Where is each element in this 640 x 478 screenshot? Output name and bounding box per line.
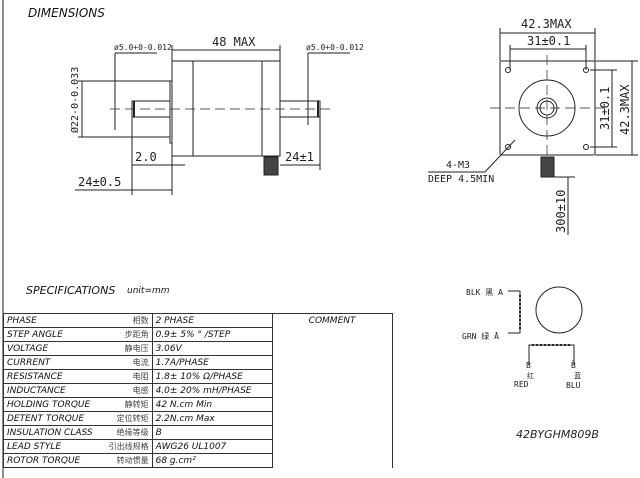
specifications-heading: SPECIFICATIONS xyxy=(26,284,116,297)
spec-name-cn: 电阻 xyxy=(95,369,153,384)
spec-value: 4.0± 20% mH/PHASE xyxy=(151,383,273,398)
spec-value: 3.06V xyxy=(151,341,273,356)
spec-name: VOLTAGE xyxy=(2,341,96,356)
spec-value: B xyxy=(151,425,273,440)
dimensions-heading: DIMENSIONS xyxy=(28,6,105,20)
spec-name: DETENT TORQUE xyxy=(2,411,96,426)
wiring-diagram xyxy=(508,286,583,365)
unit-label: unit=mm xyxy=(127,286,170,296)
spec-value: 0.9± 5% ° /STEP xyxy=(151,327,273,342)
spec-name-cn: 步距角 xyxy=(95,327,153,342)
spec-value: 1.7A/PHASE xyxy=(151,355,273,370)
spec-name: CURRENT xyxy=(2,355,96,370)
comment-cell xyxy=(271,369,393,384)
spec-name-cn: 电感 xyxy=(95,383,153,398)
spec-name: RESISTANCE xyxy=(2,369,96,384)
spec-name: PHASE xyxy=(2,313,96,328)
wire-b-bar-label: B̄ xyxy=(571,360,576,370)
spec-value: 1.8± 10% Ω/PHASE xyxy=(151,369,273,384)
wire-b-bar-cn: 蓝 xyxy=(574,371,581,380)
spec-name: INDUCTANCE xyxy=(2,383,96,398)
comment-cell xyxy=(271,355,393,370)
spec-name: HOLDING TORQUE xyxy=(2,397,96,412)
wire-b-cn: 红 xyxy=(527,371,534,380)
comment-cell xyxy=(271,327,393,342)
comment-cell xyxy=(271,397,393,412)
dim-shaft-left: ø5.0+0-0.012 xyxy=(114,43,172,52)
spec-value: 2 PHASE xyxy=(151,313,273,328)
spec-name: STEP ANGLE xyxy=(2,327,96,342)
dim-shaft-right: ø5.0+0-0.012 xyxy=(306,43,364,52)
comment-cell xyxy=(271,453,393,468)
comment-header: COMMENT xyxy=(271,313,393,328)
wire-a-bar-label: GRN 绿 Ā xyxy=(462,331,499,341)
comment-cell xyxy=(271,439,393,454)
spec-name-cn: 绝缘等级 xyxy=(95,425,153,440)
dim-lead-length: 300±10 xyxy=(554,190,568,233)
model-number: 42BYGHM809B xyxy=(516,428,599,441)
spec-name: INSULATION CLASS xyxy=(2,425,96,440)
dim-length: 48 MAX xyxy=(212,35,256,49)
spec-name: LEAD STYLE xyxy=(2,439,96,454)
wire-b-bar-color: BLU xyxy=(566,381,581,390)
spec-name-cn: 转动惯量 xyxy=(95,453,153,468)
wire-a-label: BLK 黑 A xyxy=(466,288,503,297)
dim-hole-spacing-v: 31±0.1 xyxy=(598,87,612,130)
dim-height-max: 42.3MAX xyxy=(618,84,632,135)
spec-name-cn: 静电压 xyxy=(95,341,153,356)
spec-name-cn: 定位转矩 xyxy=(95,411,153,426)
wire-b-color: RED xyxy=(514,380,529,389)
comment-cell xyxy=(271,383,393,398)
spec-name-cn: 引出线规格 xyxy=(95,439,153,454)
spec-name-cn: 相数 xyxy=(95,313,153,328)
dim-holes: 4-M3 xyxy=(446,160,470,171)
comment-cell xyxy=(271,341,393,356)
dim-flange: 2.0 xyxy=(135,150,157,164)
comment-cell xyxy=(271,425,393,440)
spec-value: 2.2N.cm Max xyxy=(151,411,273,426)
motor-front-view xyxy=(428,28,638,235)
connector xyxy=(263,156,279,176)
spec-name-cn: 静转矩 xyxy=(95,397,153,412)
dim-width-max: 42.3MAX xyxy=(521,17,572,31)
dim-front-shaft: 24±0.5 xyxy=(78,175,121,189)
dim-hole-depth: DEEP 4.5MIN xyxy=(428,174,494,185)
comment-cell xyxy=(271,411,393,426)
spec-value: AWG26 UL1007 xyxy=(151,439,273,454)
spec-value: 68 g.cm² xyxy=(151,453,273,468)
wire-b-label: B xyxy=(526,361,531,370)
motor-side-view xyxy=(75,45,350,195)
spec-name-cn: 电流 xyxy=(95,355,153,370)
dim-rear-shaft: 24±1 xyxy=(285,150,314,164)
spec-name: ROTOR TORQUE xyxy=(2,453,96,468)
dim-hole-spacing: 31±0.1 xyxy=(527,34,570,48)
dim-boss: Ø22-0-0.033 xyxy=(69,67,81,133)
spec-value: 42 N.cm Min xyxy=(151,397,273,412)
